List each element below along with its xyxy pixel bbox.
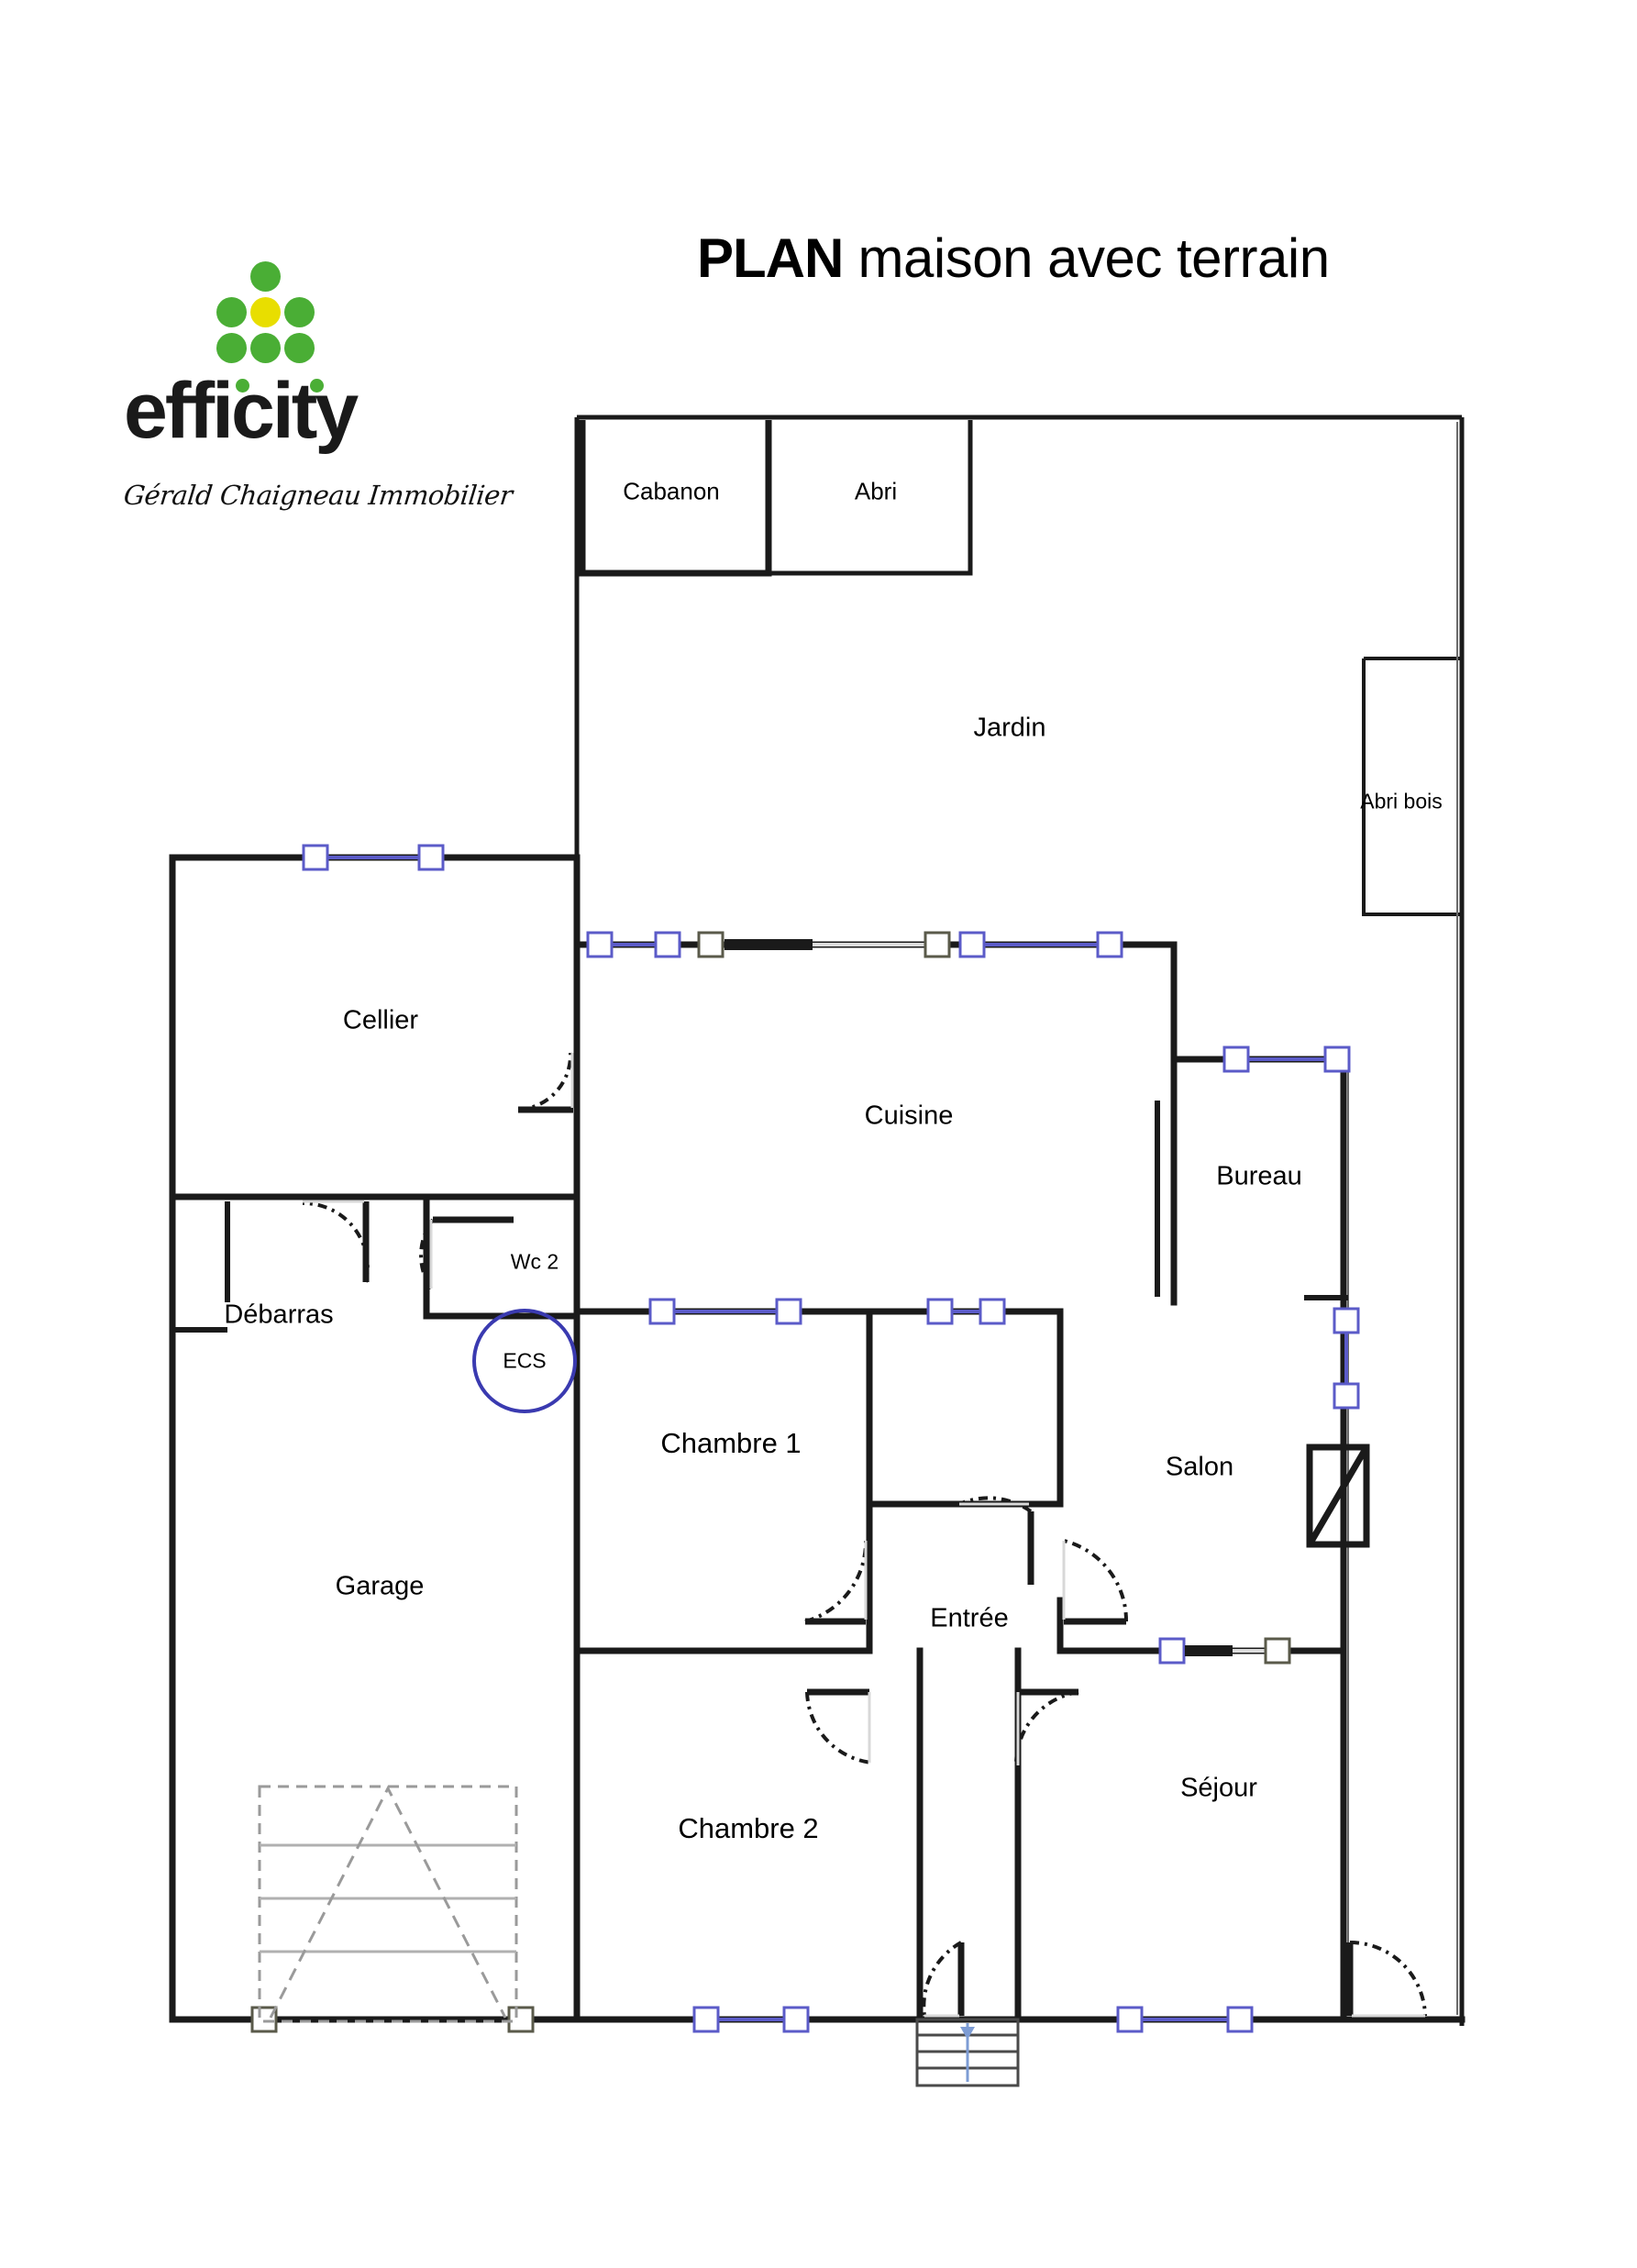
- window-cuisine-north-left: [586, 931, 951, 958]
- door-cellier: [517, 1052, 574, 1113]
- room-label-jardin: Jardin: [973, 713, 1046, 743]
- fireplace-symbol: [1306, 1444, 1370, 1548]
- logo-dot-middle-center-icon: [250, 297, 281, 327]
- page-title: PLAN maison avec terrain: [697, 231, 1330, 286]
- logo-i-dot-1-icon: [236, 379, 249, 393]
- room-label-chambre1: Chambre 1: [660, 1427, 802, 1459]
- window-bureau-north: [1222, 1045, 1351, 1073]
- wall-inner-lines: [1347, 422, 1458, 2015]
- room-label-entree: Entrée: [930, 1603, 1009, 1633]
- efficity-logo: efficity Gérald Chaigneau Immobilier: [122, 261, 514, 573]
- logo-dot-top-icon: [250, 261, 281, 292]
- exterior-steps-symbol: [915, 2018, 1020, 2087]
- room-label-sejour: Séjour: [1180, 1773, 1257, 1803]
- door-exterior-right: [1346, 1941, 1427, 2018]
- room-label-chambre2: Chambre 2: [678, 1812, 819, 1844]
- ecs-water-heater-symbol: [472, 1309, 577, 1413]
- logo-dot-bottom-center-icon: [250, 333, 281, 363]
- room-label-debarras: Débarras: [224, 1300, 334, 1330]
- abri-room-outline: [766, 420, 973, 576]
- door-debarras: [302, 1200, 370, 1283]
- page-title-bold: PLAN: [697, 227, 844, 289]
- door-entree-right: [1062, 1539, 1129, 1625]
- logo-dot-bottom-left-icon: [216, 333, 247, 363]
- room-label-cuisine: Cuisine: [864, 1101, 954, 1131]
- garage-door-symbol: [258, 1785, 518, 2023]
- room-label-salon: Salon: [1165, 1452, 1234, 1482]
- window-bottom-chambre2: [692, 2006, 810, 2033]
- room-label-bureau: Bureau: [1216, 1161, 1302, 1191]
- door-entree-left: [804, 1540, 868, 1625]
- door-chambre2: [805, 1688, 872, 1765]
- logo-i-dot-2-icon: [310, 379, 324, 393]
- window-corridor-right: [926, 1298, 1006, 1325]
- window-bottom-sejour: [1116, 2006, 1254, 2033]
- logo-dot-bottom-right-icon: [284, 333, 315, 363]
- room-label-cabanon: Cabanon: [623, 477, 720, 505]
- logo-dot-cluster-icon: [202, 261, 339, 363]
- abri-bois-outline: [1362, 657, 1462, 916]
- logo-dot-middle-left-icon: [216, 297, 247, 327]
- room-label-abri-bois: Abri bois: [1360, 789, 1443, 813]
- window-sejour-north: [1158, 1637, 1291, 1665]
- window-corridor-left: [648, 1298, 802, 1325]
- room-label-garage: Garage: [335, 1571, 425, 1601]
- room-label-abri: Abri: [854, 477, 898, 505]
- door-sejour-south: [922, 1941, 965, 2018]
- window-cuisine-north-right: [958, 931, 1123, 958]
- window-salon-east: [1333, 1307, 1360, 1410]
- room-label-wc2: Wc 2: [510, 1249, 559, 1274]
- door-entree-upper-right: [958, 1496, 1034, 1585]
- logo-wordmark: efficity: [124, 371, 426, 463]
- window-cellier-top: [302, 844, 445, 871]
- door-sejour: [1013, 1688, 1079, 1766]
- room-label-cellier: Cellier: [342, 1005, 419, 1035]
- debarras-stub-walls: [172, 1201, 230, 1333]
- page-title-rest: maison avec terrain: [843, 227, 1331, 289]
- logo-dot-middle-right-icon: [284, 297, 315, 327]
- room-label-ecs: ECS: [503, 1348, 547, 1373]
- door-wc2: [419, 1216, 514, 1290]
